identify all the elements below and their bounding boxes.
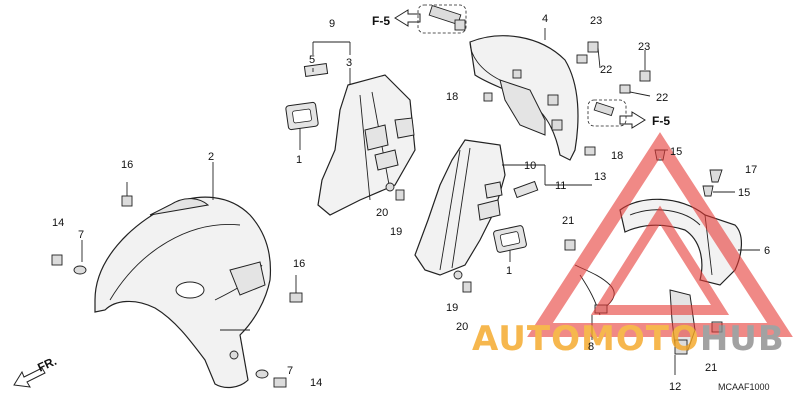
watermark-moto: MOTO <box>581 319 700 359</box>
leader-lines <box>81 28 760 375</box>
gasket-left <box>285 101 319 131</box>
arrow-front-label: FR. <box>35 354 58 375</box>
callout-17: 17 <box>745 164 757 176</box>
callout-19: 19 <box>390 226 402 238</box>
callout-16-b: 16 <box>293 258 305 270</box>
callout-18: 18 <box>446 91 458 103</box>
callout-9: 9 <box>329 18 335 30</box>
callout-4: 4 <box>542 13 548 25</box>
arrow-f5-right: F-5 <box>587 99 670 129</box>
callout-5: 5 <box>309 54 315 66</box>
callout-20-b: 20 <box>456 321 468 333</box>
arrow-f5-top: F-5 <box>372 4 467 34</box>
arrow-front: FR. <box>13 354 59 388</box>
callout-21: 21 <box>562 215 574 227</box>
callout-13: 13 <box>594 171 606 183</box>
callout-12: 12 <box>669 381 681 393</box>
callout-1-b: 1 <box>506 265 512 277</box>
strip-part5 <box>303 62 329 78</box>
callout-6: 6 <box>764 245 770 257</box>
callout-19-b: 19 <box>446 302 458 314</box>
callouts: 9 5 3 1 18 4 23 22 23 22 16 2 14 7 16 7 … <box>52 13 770 393</box>
gasket-right <box>493 180 539 253</box>
watermark-hub: HUB <box>700 319 785 359</box>
callout-21-b: 21 <box>705 362 717 374</box>
inner-panel-left <box>317 74 416 216</box>
diagram-code: MCAAF1000 <box>718 382 770 392</box>
front-fender <box>94 196 272 389</box>
watermark-triangle-icon <box>527 132 793 337</box>
callout-16: 16 <box>121 159 133 171</box>
arrow-f5-right-label: F-5 <box>652 114 670 128</box>
callout-1: 1 <box>296 154 302 166</box>
watermark-text: AUTOMOTOHUB <box>472 319 785 359</box>
callout-15-b: 15 <box>738 187 750 199</box>
callout-22-b: 22 <box>656 92 668 104</box>
callout-7-b: 7 <box>287 365 293 377</box>
watermark: AUTOMOTOHUB <box>472 132 793 359</box>
callout-22: 22 <box>600 64 612 76</box>
callout-18-b: 18 <box>611 150 623 162</box>
callout-8: 8 <box>588 341 594 353</box>
inner-fender <box>469 35 579 161</box>
callout-15: 15 <box>670 146 682 158</box>
callout-14: 14 <box>52 217 64 229</box>
callout-23-b: 23 <box>638 41 650 53</box>
callout-3: 3 <box>346 57 352 69</box>
callout-10: 10 <box>524 160 536 172</box>
callout-23: 23 <box>590 15 602 27</box>
callout-11: 11 <box>555 180 566 192</box>
callout-20: 20 <box>376 207 388 219</box>
callout-14-b: 14 <box>310 377 322 389</box>
arrow-f5-top-label: F-5 <box>372 14 390 28</box>
watermark-auto: AUTO <box>472 319 581 359</box>
inner-panel-right <box>414 139 506 276</box>
callout-7: 7 <box>78 229 84 241</box>
callout-2: 2 <box>208 151 214 163</box>
